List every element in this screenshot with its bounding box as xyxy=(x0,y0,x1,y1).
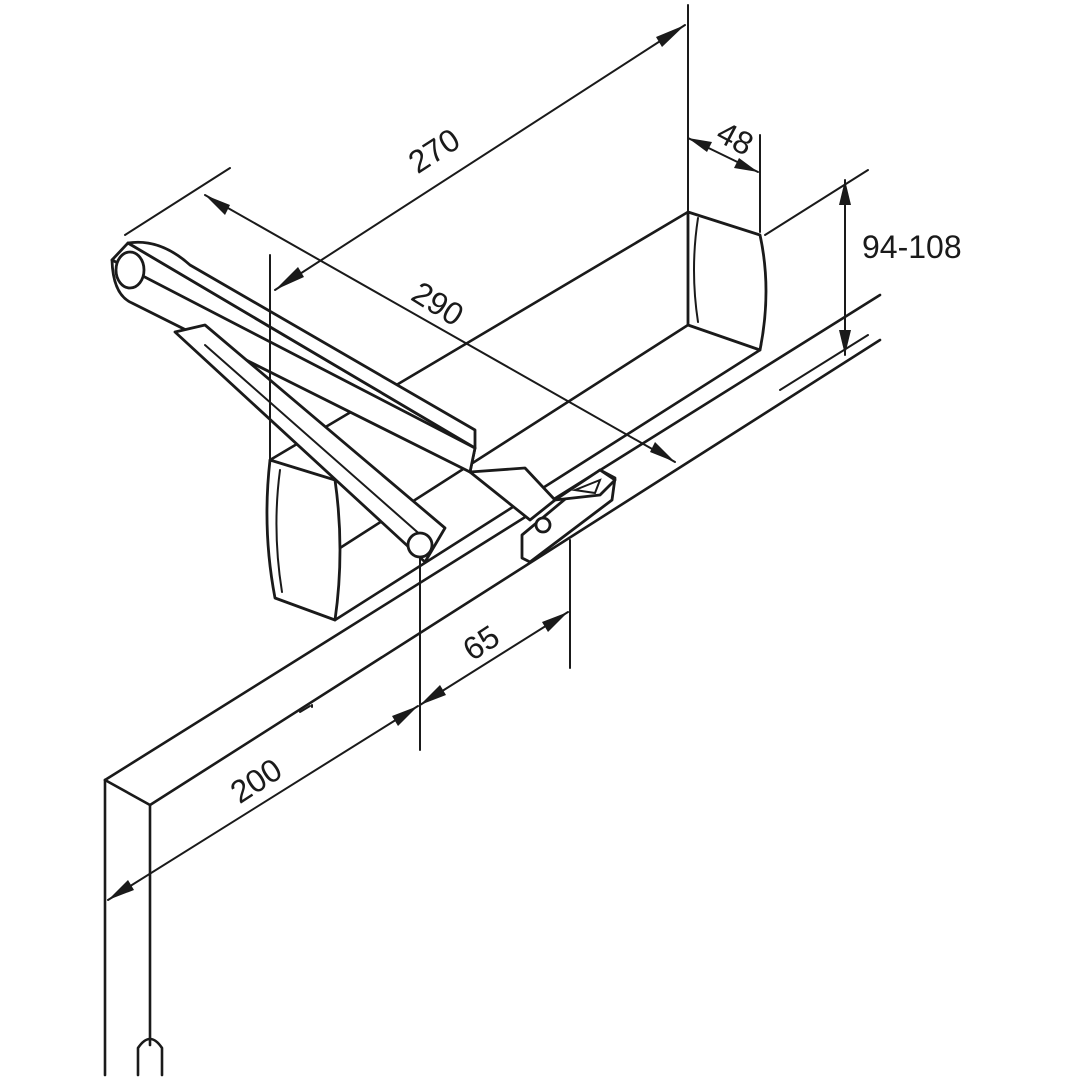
dimension-48-label: 48 xyxy=(711,114,759,162)
dimension-200-label: 200 xyxy=(224,751,288,810)
closer-arm xyxy=(110,240,557,564)
dimension-94-108: 94-108 xyxy=(764,169,962,391)
door-frame xyxy=(103,293,882,1077)
shoe-pivot-point xyxy=(534,516,552,534)
arm-pivot-point xyxy=(406,531,434,559)
dimension-290-label: 290 xyxy=(406,274,470,333)
dimension-65-label: 65 xyxy=(456,618,505,668)
closer-body xyxy=(265,210,768,622)
dimension-94-108-label: 94-108 xyxy=(862,229,962,265)
dimension-65: 65 xyxy=(419,539,571,751)
arm-shoe-bracket xyxy=(520,468,617,564)
